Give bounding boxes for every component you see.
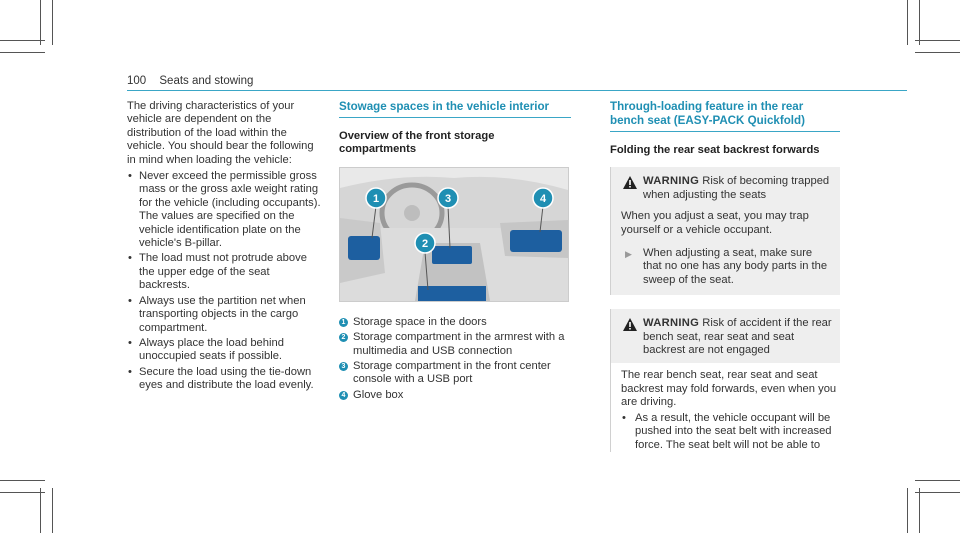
number-badge: 2 [339,333,348,343]
warning-box-trapped: WARNING Risk of becoming trapped when ad… [610,167,840,296]
warning-body: When you adjust a seat, you may trap you… [621,210,809,236]
warning-triangle-icon [623,176,637,190]
number-badge: 1 [339,317,348,327]
section-title: Seats and stowing [159,75,254,87]
crop-mark [907,488,908,533]
warning-keyword: WARNING [643,317,700,330]
heading-rule [610,131,840,132]
crop-mark [0,480,45,481]
warning-box-accident: WARNING Risk of accident if the rear ben… [610,309,840,364]
warning-bullets: •As a result, the vehicle occupant will … [621,412,840,452]
warning-keyword: WARNING [643,175,700,188]
crop-mark [0,492,45,493]
crop-mark [915,40,960,41]
crop-mark [907,0,908,45]
list-item: •As a result, the vehicle occupant will … [622,411,832,451]
crop-mark [40,0,41,45]
bullet-icon: • [128,365,132,378]
car-interior-image: 1 2 3 4 [340,167,568,301]
svg-text:3: 3 [445,193,451,205]
intro-paragraph: The driving characteristics of your vehi… [127,100,314,166]
play-arrow-icon: ▶ [625,249,632,260]
crop-mark [919,488,920,533]
callout-3: 3 [437,187,459,209]
middle-column: Stowage spaces in the vehicle interior O… [339,100,571,404]
section-heading: Stowage spaces in the vehicle interior [339,100,550,113]
left-column: The driving characteristics of your vehi… [127,100,323,395]
bullet-icon: • [622,411,626,424]
loading-bullets: •Never exceed the permissible gross mass… [127,170,323,393]
crop-mark [0,52,45,53]
number-badge: 4 [339,390,348,400]
subheading: Overview of the front storage compartmen… [339,130,495,156]
list-item: •Secure the load using the tie-down eyes… [128,365,314,392]
bullet-icon: • [128,252,132,265]
warning-body: The rear bench seat, rear seat and seat … [621,369,837,409]
bullet-icon: • [128,170,132,183]
number-badge: 3 [339,362,348,372]
crop-mark [0,40,45,41]
crop-mark [52,488,53,533]
callout-4: 4 [532,187,554,209]
section-heading: Through-loading feature in the rear benc… [610,100,805,127]
crop-mark [919,0,920,45]
svg-text:2: 2 [422,238,428,250]
crop-mark [915,480,960,481]
callout-2: 2 [414,232,436,254]
svg-text:1: 1 [373,193,379,205]
bullet-icon: • [128,294,132,307]
crop-mark [52,0,53,45]
warning-title: Risk of accident if the rear bench seat,… [643,317,832,357]
page-number: 100 [127,75,147,87]
bullet-icon: • [128,336,132,349]
subheading: Folding the rear seat backrest forwards [610,144,820,156]
warning-continuation: The rear bench seat, rear seat and seat … [610,363,840,452]
warning-triangle-icon [623,318,637,332]
list-item: •Never exceed the permissible gross mass… [128,170,321,250]
heading-rule [339,117,571,118]
right-column: Through-loading feature in the rear benc… [610,100,840,454]
header-rule [127,90,907,91]
warning-step: ▶ When adjusting a seat, make sure that … [625,247,828,286]
callout-1: 1 [365,187,387,209]
list-item: •The load must not protrude above the up… [128,252,307,292]
warning-title: Risk of becoming trapped when adjusting … [643,175,830,201]
page-header: 100 Seats and stowing [127,75,907,91]
list-item: •Always place the load behind unoccupied… [128,336,284,363]
crop-mark [40,488,41,533]
crop-mark [915,492,960,493]
list-item: •Always use the partition net when trans… [128,294,306,334]
interior-illustration: 1 2 3 4 [339,166,569,302]
svg-text:4: 4 [540,193,547,205]
crop-mark [915,52,960,53]
